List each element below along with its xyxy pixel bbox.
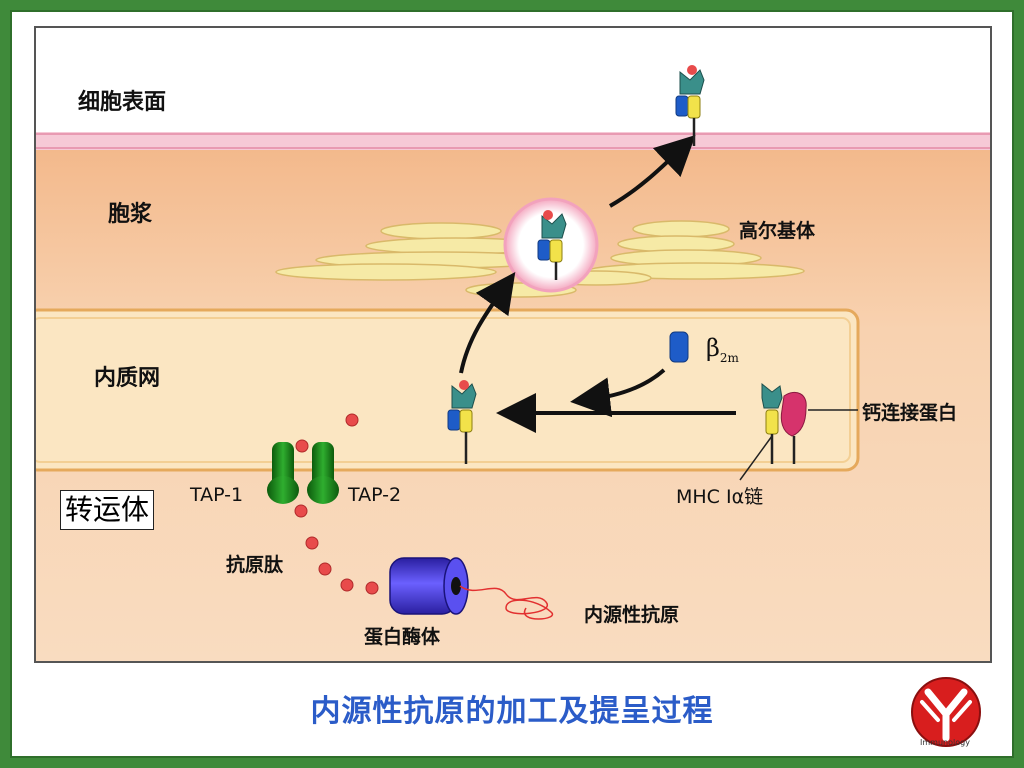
tap-transporter bbox=[267, 442, 339, 504]
endogenous-antigen-label: 内源性抗原 bbox=[584, 604, 680, 626]
proteasome-label: 蛋白酶体 bbox=[364, 626, 441, 648]
mhc-alpha-chain-calnexin bbox=[761, 382, 807, 464]
endogenous-antigen-strand bbox=[459, 585, 554, 620]
peptide-label: 抗原肽 bbox=[226, 554, 284, 576]
slide-title: 内源性抗原的加工及提呈过程 bbox=[310, 694, 714, 729]
mhc-chain-label: MHC Iα链 bbox=[676, 486, 764, 508]
cell-membrane bbox=[36, 132, 990, 150]
cell-surface-label: 细胞表面 bbox=[78, 90, 167, 115]
cytoplasm-label: 胞浆 bbox=[108, 202, 153, 227]
b2m-symbol: β bbox=[706, 334, 720, 362]
immunology-logo bbox=[911, 677, 981, 747]
transporter-box-label: 转运体 bbox=[60, 490, 155, 530]
mhc-complex-er bbox=[447, 380, 477, 464]
arrow-to-surface bbox=[608, 134, 696, 208]
tap1-label: TAP-1 bbox=[190, 484, 244, 506]
beta2m-molecule bbox=[669, 331, 689, 363]
mhc-complex-vesicle bbox=[537, 210, 567, 280]
diagram-frame: 细胞表面 胞浆 内质网 高尔基体 β2m 钙连接蛋白 MHC Iα链 TAP-1… bbox=[34, 26, 992, 663]
logo-caption: Immunology bbox=[920, 738, 970, 747]
calnexin-label: 钙连接蛋白 bbox=[862, 402, 958, 424]
antigen-peptides bbox=[294, 413, 379, 595]
arrow-b2m-binding bbox=[570, 368, 666, 418]
b2m-label: β2m bbox=[706, 334, 739, 365]
mhc-chain-leader bbox=[739, 435, 773, 481]
proteasome bbox=[389, 557, 469, 615]
er-label: 内质网 bbox=[94, 366, 161, 391]
cell-surface-region bbox=[36, 28, 990, 132]
antigen-processing-diagram bbox=[36, 28, 990, 661]
arrow-to-golgi bbox=[459, 271, 516, 374]
b2m-subscript: 2m bbox=[719, 350, 739, 365]
tap2-label: TAP-2 bbox=[348, 484, 402, 506]
endoplasmic-reticulum bbox=[36, 308, 860, 472]
golgi-label: 高尔基体 bbox=[739, 220, 816, 242]
mhc-complex-surface bbox=[675, 65, 705, 146]
